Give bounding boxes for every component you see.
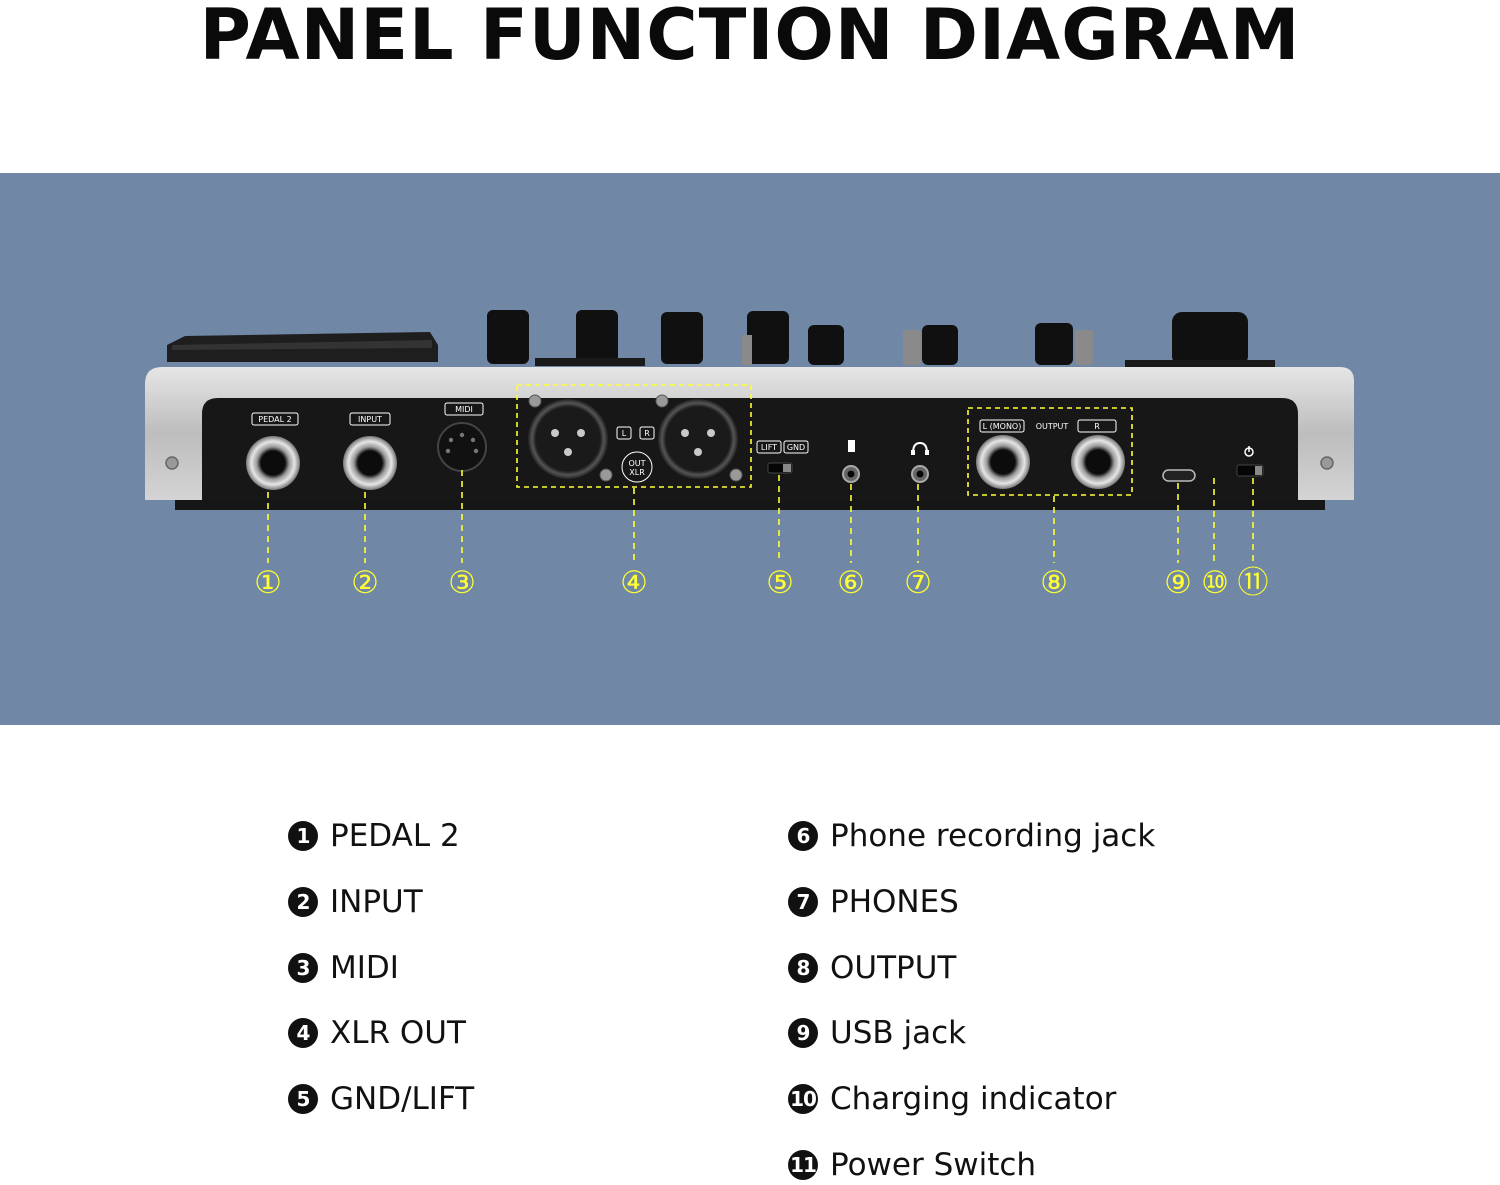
legend-label: Power Switch [830,1147,1037,1183]
legend-label: Phone recording jack [830,818,1156,854]
top-controls [167,310,1275,368]
xlr-out-ports: L R OUT XLR [516,384,752,488]
legend-label: PEDAL 2 [330,818,460,854]
callout-11: ⑪ [1237,565,1269,601]
legend-label: INPUT [330,884,423,920]
phones-jack [911,441,929,483]
callout-9: ⑨ [1164,565,1192,601]
legend-number: 5 [288,1084,318,1114]
legend-label: XLR OUT [330,1015,466,1051]
legend-item: 8 OUTPUT [788,950,956,986]
legend-number: 3 [288,953,318,983]
callout-8: ⑧ [1040,565,1068,601]
callout-4: ④ [620,565,648,601]
legend-item: 4 XLR OUT [288,1015,466,1051]
l-mono-label: L (MONO) [983,422,1022,431]
callout-5: ⑤ [766,565,794,601]
legend-item: 6 Phone recording jack [788,818,1155,854]
usb-port [1162,469,1196,482]
legend-number: 4 [288,1018,318,1048]
legend-number: 2 [288,887,318,917]
gnd-lift-switch: LIFT GND [756,440,809,474]
pedal2-label: PEDAL 2 [258,415,291,424]
output-jacks: L (MONO) OUTPUT R [967,407,1133,496]
legend-number: 7 [788,887,818,917]
callout-1: ① [254,565,282,601]
gnd-label: GND [787,443,805,452]
legend-item: 2 INPUT [288,884,423,920]
legend-label: USB jack [830,1015,967,1051]
legend-number: 11 [788,1150,818,1180]
out-xlr-label-2: XLR [629,468,645,477]
xlr-r-label: R [644,429,650,438]
legend-item: 5 GND/LIFT [288,1081,474,1117]
leader-lines [267,470,1254,563]
legend-item: 1 PEDAL 2 [288,818,460,854]
legend-item: 3 MIDI [288,950,399,986]
midi-port: MIDI [437,402,487,472]
legend-label: GND/LIFT [330,1081,475,1117]
input-jack: INPUT [343,412,397,490]
callout-10: ⑩ [1201,565,1229,601]
legend-label: OUTPUT [830,950,957,986]
out-r-label: R [1094,422,1100,431]
device-rear-panel: PEDAL 2 INPUT MIDI L R OUT [145,310,1354,563]
callout-6: ⑥ [837,565,865,601]
legend-item: 10 Charging indicator [788,1081,1116,1117]
chassis-base [175,500,1325,510]
power-switch [1236,446,1264,477]
legend-label: MIDI [330,950,399,986]
phone-recording-jack [842,440,860,483]
legend-number: 10 [788,1084,818,1114]
input-label: INPUT [358,415,382,424]
legend-number: 9 [788,1018,818,1048]
legend-number: 8 [788,953,818,983]
legend-number: 6 [788,821,818,851]
legend-label: Charging indicator [830,1081,1117,1117]
pedal2-jack: PEDAL 2 [246,412,300,490]
legend-number: 1 [288,821,318,851]
lift-label: LIFT [761,443,777,452]
legend-label: PHONES [830,884,959,920]
callout-3: ③ [448,565,476,601]
legend-item: 11 Power Switch [788,1147,1036,1183]
legend-item: 9 USB jack [788,1015,966,1051]
callout-2: ② [351,565,379,601]
page-title: PANEL FUNCTION DIAGRAM [199,0,1301,76]
legend-item: 7 PHONES [788,884,959,920]
xlr-l-label: L [622,429,627,438]
out-xlr-label-1: OUT [628,459,645,468]
midi-label: MIDI [455,405,473,414]
output-label: OUTPUT [1036,422,1069,431]
callout-7: ⑦ [904,565,932,601]
